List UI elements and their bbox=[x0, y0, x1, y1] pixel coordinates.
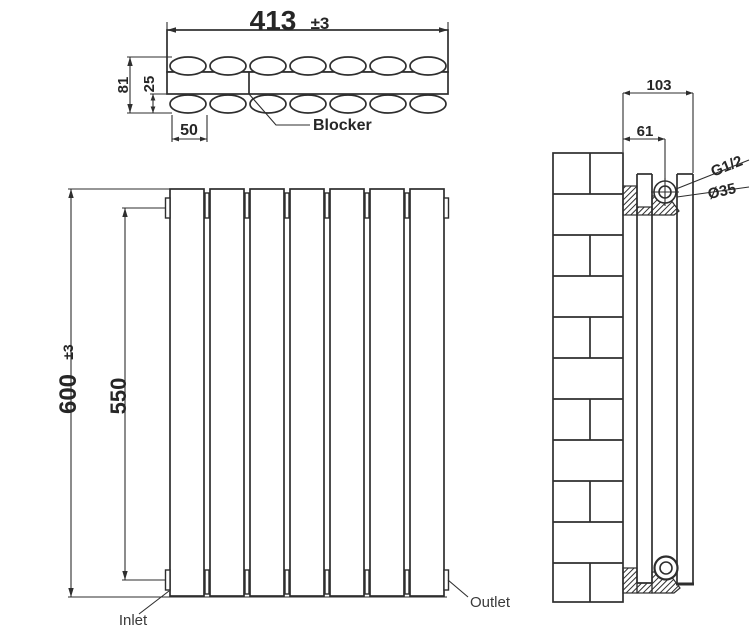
tube-width-label: 50 bbox=[180, 122, 198, 139]
thread-size-label: G1/2 bbox=[709, 153, 746, 181]
centers-dimension-label: 550 bbox=[106, 378, 131, 415]
side-view bbox=[552, 90, 750, 603]
side-panels bbox=[636, 173, 694, 586]
inlet-tab bbox=[164, 197, 171, 219]
blocker-label: Blocker bbox=[313, 117, 372, 134]
top-view bbox=[127, 22, 449, 142]
offset-dimension-label: 61 bbox=[637, 123, 654, 140]
oval-tubes-row-2 bbox=[169, 94, 447, 114]
dim-50 bbox=[171, 115, 208, 142]
bottom-valve-connection bbox=[653, 555, 679, 581]
top-collector-stubs bbox=[204, 192, 410, 219]
brick-courses bbox=[553, 193, 623, 564]
blocker-leader bbox=[248, 93, 310, 126]
width-dimension-label: 413 bbox=[250, 5, 297, 36]
dim-81 bbox=[127, 56, 172, 114]
projection-dimension-label: 103 bbox=[646, 77, 671, 94]
bottom-collector-stubs bbox=[204, 569, 410, 595]
brick-wall bbox=[552, 152, 624, 603]
front-view bbox=[68, 188, 469, 615]
radiator-panels bbox=[169, 188, 445, 597]
inlet-label: Inlet bbox=[119, 612, 148, 629]
dim-25 bbox=[150, 93, 167, 113]
outlet-tab bbox=[443, 569, 450, 591]
dim-550 bbox=[122, 207, 165, 581]
outlet-leader bbox=[447, 579, 469, 598]
connection-tabs bbox=[164, 197, 450, 591]
inlet-leader bbox=[138, 590, 170, 615]
height-tolerance-label: ±3 bbox=[60, 344, 76, 360]
rear-panel-depth-label: 25 bbox=[141, 76, 158, 93]
outlet-label: Outlet bbox=[470, 594, 511, 611]
oval-tubes-row-1 bbox=[169, 56, 447, 76]
depth-dimension-label: 81 bbox=[115, 77, 132, 94]
diameter-label: Ø35 bbox=[706, 180, 737, 203]
width-tolerance-label: ±3 bbox=[311, 14, 330, 33]
height-dimension-label: 600 bbox=[55, 374, 82, 414]
dim-413 bbox=[166, 22, 449, 33]
diameter-leader bbox=[676, 186, 750, 198]
top-valve-connection bbox=[651, 178, 679, 206]
thread-leader bbox=[675, 159, 750, 190]
dim-600 bbox=[68, 188, 447, 598]
dim-61 bbox=[623, 136, 666, 180]
dim-103 bbox=[622, 90, 694, 173]
